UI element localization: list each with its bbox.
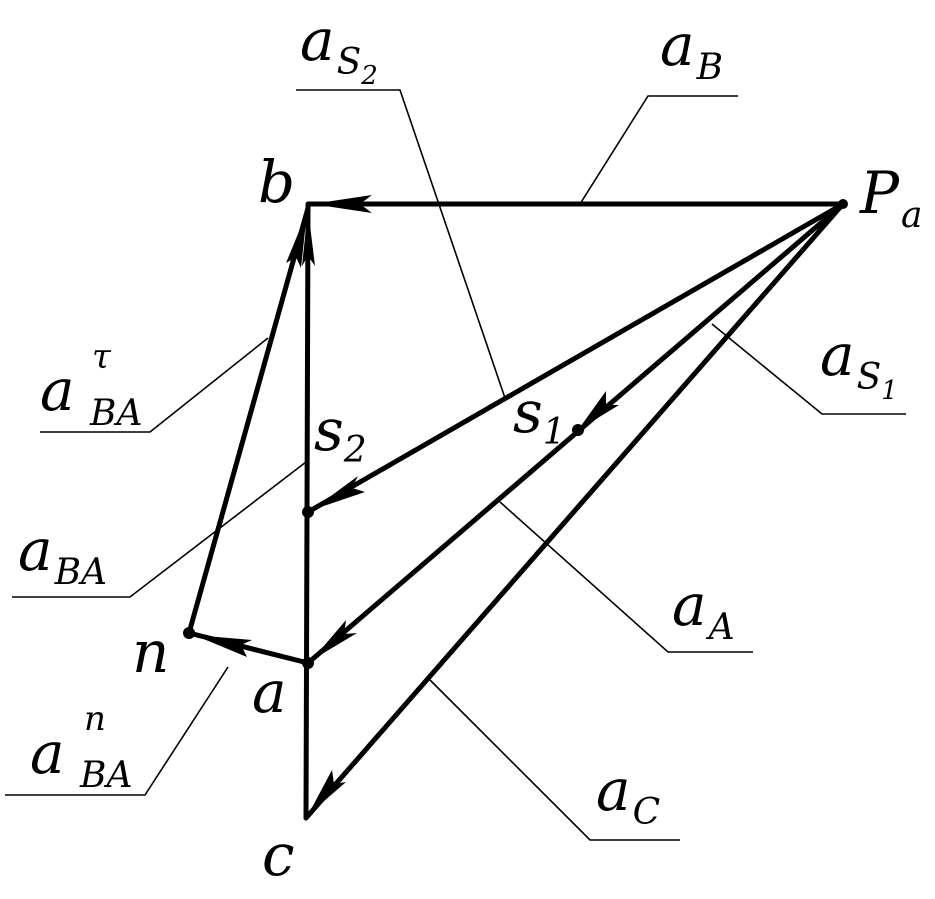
label-aBAtau-sup: τ: [92, 337, 112, 377]
label-n: n: [132, 618, 169, 686]
label-aBAn-sup: n: [84, 699, 106, 739]
point-pole: [838, 199, 848, 209]
vector-aC-line: [303, 201, 846, 821]
label-pole: Pa: [859, 159, 923, 236]
leader-aBA: [12, 461, 307, 598]
leader-aC: [429, 679, 680, 841]
vector-aS2-line: [305, 201, 846, 515]
leader-aS1: [711, 323, 906, 415]
point-a: [302, 657, 314, 669]
label-s1: s1: [513, 378, 566, 453]
label-aB: aB: [660, 11, 723, 88]
label-aBAn: a: [30, 719, 65, 787]
leader-aBAtau: [40, 337, 269, 433]
point-s2: [302, 506, 314, 518]
label-aBA: aBA: [18, 516, 107, 593]
label-a: a: [252, 658, 287, 726]
leader-aB: [579, 95, 738, 205]
label-aBAn-sub: BA: [79, 755, 132, 796]
label-aA: aA: [672, 571, 735, 648]
leader-aS2: [296, 89, 506, 399]
vector-aA-arrowhead: [312, 620, 357, 660]
point-s1: [572, 424, 584, 436]
label-aBAtau-sub: BA: [89, 393, 142, 434]
vector-aS2-arrowhead: [312, 476, 365, 510]
point-n: [183, 627, 195, 639]
label-b: b: [258, 148, 295, 216]
label-c: c: [262, 821, 294, 889]
vector-aB-arrowhead: [312, 195, 372, 213]
leader-aA: [499, 501, 753, 653]
label-aS1: aS1: [820, 321, 898, 406]
label-aS2: aS2: [300, 6, 378, 91]
vector-aC-arrowhead: [308, 770, 346, 815]
vector-aS1-arrowhead: [578, 391, 619, 430]
label-s2: s2: [314, 396, 367, 471]
label-aBAtau: a: [40, 356, 75, 424]
label-aC: aC: [596, 756, 660, 833]
vector-aBAn-arrowhead: [194, 635, 252, 657]
vector-aBAtau-line: [186, 205, 311, 636]
vector-aBAtau-arrowhead: [286, 212, 307, 268]
vector-aBA-arrowhead: [302, 209, 315, 266]
leader-aBAn: [5, 666, 229, 796]
